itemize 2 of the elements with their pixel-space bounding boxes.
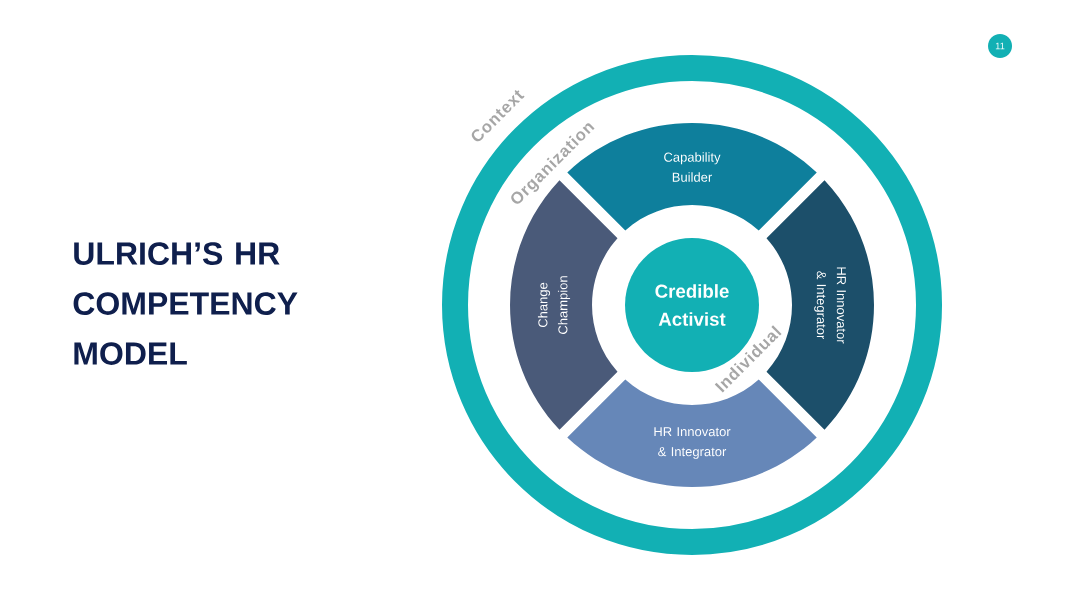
title: ULRICH’S HR COMPETENCY MODEL xyxy=(73,242,298,365)
page-number-badge: 11 xyxy=(988,34,1012,58)
